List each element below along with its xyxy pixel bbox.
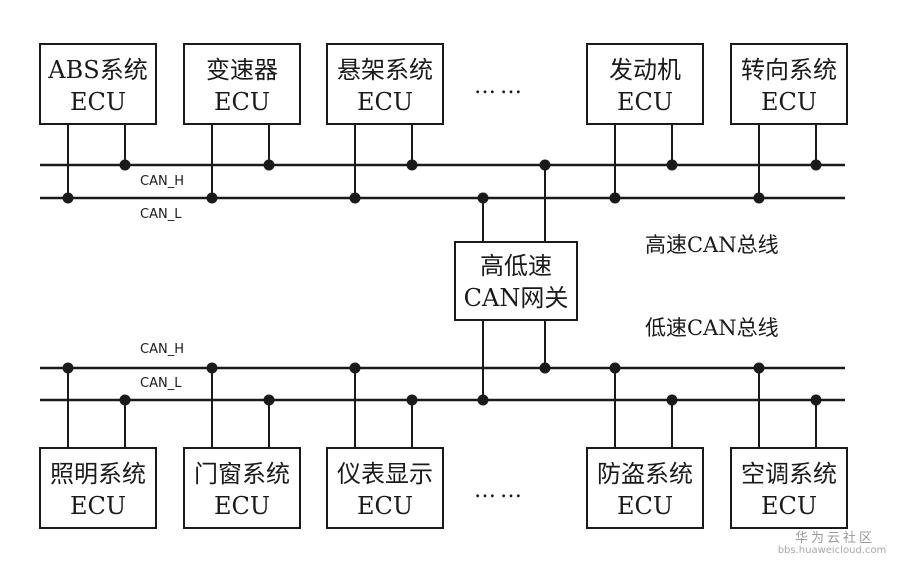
ecu-box-suspension: 悬架系统 ECU	[326, 43, 444, 204]
ecu-junction-can-h	[753, 362, 765, 374]
ecu-junction-can-h	[666, 159, 678, 171]
ecu-box-frame	[326, 447, 444, 529]
ecu-junction-can-l	[349, 192, 361, 204]
ecu-label-line1: 悬架系统	[337, 56, 433, 84]
ecu-box-instrument: 仪表显示 ECU	[326, 362, 444, 529]
ecu-label-line1: 变速器	[206, 56, 278, 84]
ecu-box-lighting: 照明系统 ECU	[39, 362, 157, 529]
ecu-junction-can-l	[406, 394, 418, 406]
ecu-junction-can-l	[119, 394, 131, 406]
gateway-label-line2: CAN网关	[464, 284, 569, 312]
ecu-label-line1: 仪表显示	[337, 460, 433, 488]
gateway-junction-high-h	[539, 159, 551, 171]
ecu-box-anti-theft: 防盗系统 ECU	[586, 362, 704, 529]
ecu-junction-can-h	[406, 159, 418, 171]
ecu-junction-can-h	[263, 159, 275, 171]
ecu-box-abs: ABS系统 ECU	[39, 43, 157, 204]
gateway-junction-low-h	[539, 362, 551, 374]
ecu-label-line2: ECU	[357, 492, 413, 520]
ecu-box-air-conditioning: 空调系统 ECU	[730, 362, 848, 529]
ecu-box-frame	[586, 447, 704, 529]
gateway-box-frame	[454, 241, 578, 321]
ecu-label-line1: 门窗系统	[194, 460, 290, 488]
ecu-junction-can-l	[810, 394, 822, 406]
ecu-junction-can-h	[206, 362, 218, 374]
ecu-label-line2: ECU	[617, 88, 673, 116]
ecu-box-frame	[586, 43, 704, 125]
ecu-junction-can-l	[206, 192, 218, 204]
high-can-h-label: CAN_H	[140, 174, 184, 189]
ecu-label-line1: 防盗系统	[597, 460, 693, 488]
ecu-junction-can-h	[349, 362, 361, 374]
ecu-junction-can-l	[62, 192, 74, 204]
ecu-junction-can-l	[753, 192, 765, 204]
ecu-box-frame	[730, 447, 848, 529]
ecu-label-line1: 空调系统	[741, 460, 837, 488]
ecu-box-frame	[730, 43, 848, 125]
ecu-junction-can-h	[119, 159, 131, 171]
ecu-box-frame	[39, 447, 157, 529]
ecu-box-steering: 转向系统 ECU	[730, 43, 848, 204]
watermark-title: 华为云社区	[794, 531, 875, 546]
ecu-box-transmission: 变速器 ECU	[183, 43, 301, 204]
ecu-label-line2: ECU	[70, 492, 126, 520]
ecu-box-frame	[183, 447, 301, 529]
gateway-label-line1: 高低速	[480, 252, 552, 280]
high-bus-caption: 高速CAN总线	[645, 233, 779, 257]
ecu-junction-can-h	[62, 362, 74, 374]
ecu-box-engine: 发动机 ECU	[586, 43, 704, 204]
gateway-junction-high-l	[477, 192, 489, 204]
ecu-junction-can-l	[263, 394, 275, 406]
ecu-label-line2: ECU	[70, 88, 126, 116]
gateway-box: 高低速 CAN网关	[454, 241, 578, 321]
ecu-label-line1: ABS系统	[47, 56, 147, 84]
gateway-junction-low-l	[477, 394, 489, 406]
ecu-label-line2: ECU	[761, 88, 817, 116]
ecu-label-line2: ECU	[357, 88, 413, 116]
ecu-box-frame	[183, 43, 301, 125]
low-can-l-label: CAN_L	[140, 376, 182, 391]
high-bus-ellipsis: ……	[474, 74, 526, 99]
low-can-h-label: CAN_H	[140, 342, 184, 357]
high-can-l-label: CAN_L	[140, 207, 182, 222]
ecu-label-line1: 照明系统	[50, 460, 146, 488]
ecu-junction-can-h	[609, 362, 621, 374]
ecu-junction-can-l	[609, 192, 621, 204]
ecu-label-line1: 发动机	[609, 56, 681, 84]
ecu-box-frame	[326, 43, 444, 125]
low-bus-ellipsis: ……	[474, 478, 526, 503]
ecu-box-frame	[39, 43, 157, 125]
ecu-box-door-window: 门窗系统 ECU	[183, 362, 301, 529]
ecu-label-line1: 转向系统	[741, 56, 837, 84]
ecu-label-line2: ECU	[214, 88, 270, 116]
watermark-url: bbs.huaweicloud.com	[777, 545, 887, 556]
ecu-label-line2: ECU	[214, 492, 270, 520]
ecu-junction-can-h	[810, 159, 822, 171]
ecu-label-line2: ECU	[761, 492, 817, 520]
low-bus-caption: 低速CAN总线	[645, 316, 779, 340]
ecu-label-line2: ECU	[617, 492, 673, 520]
ecu-junction-can-l	[666, 394, 678, 406]
